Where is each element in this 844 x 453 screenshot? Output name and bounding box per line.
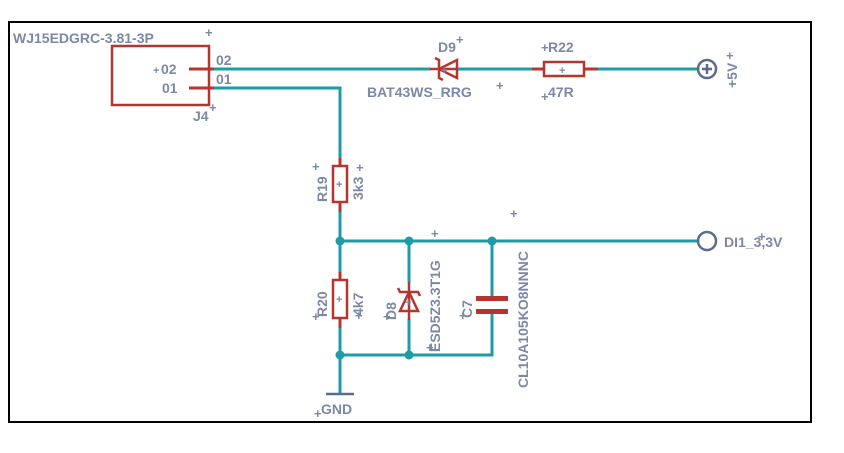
svg-text:+: + [405,297,411,309]
svg-text:+: + [312,309,320,324]
svg-text:+: + [456,32,464,47]
r20-value-label: 4k7 [350,292,366,316]
svg-text:+: + [383,309,391,324]
connector-body [110,44,211,107]
connector-pin-top-label: 02 [161,61,177,77]
svg-text:+: + [496,78,504,93]
connector-net-top-label: 02 [216,52,232,68]
capacitor-c7: C7 + CL10A105KO8NNNC + [459,206,531,388]
junction-dot [335,236,345,246]
r19-ref-label: R19 [314,176,330,202]
diode-d9-triangle [436,57,459,81]
d8-value-label: ESD5Z3.3T1G [427,260,443,352]
ground-symbol: GND + [314,392,354,421]
diode-d8-bar [396,287,422,297]
svg-text:+: + [541,89,549,104]
c7-value-label: CL10A105KO8NNNC [515,251,531,388]
r22-ref-label: R22 [548,39,574,55]
svg-text:+: + [441,65,447,77]
svg-text:+: + [559,65,565,77]
resistor-r19: + R19 + 3k3 + [312,158,366,212]
r20-ref-label: R20 [314,291,330,317]
connector-net-bottom-label: 01 [216,71,232,87]
svg-text:+: + [153,65,159,77]
svg-text:+: + [336,179,342,191]
wires [212,67,700,395]
connector-ref-label: J4 [193,108,209,124]
connector-name-label: WJ15EDGRC-3.81-3P [13,30,154,46]
d8-ref-label: D8 [383,302,399,320]
diode-d8-triangle [398,289,420,313]
svg-text:+: + [426,340,434,355]
connector-j4: WJ15EDGRC-3.81-3P + 02 + 01 02 01 J4 + [13,25,232,124]
resistor-r20: + R20 + 4k7 + [312,272,366,328]
sheet-frame [8,21,812,423]
d9-ref-label: D9 [438,39,456,55]
diode-d9: + D9 + BAT43WS_RRG + [367,32,504,100]
d9-value-label: BAT43WS_RRG [367,84,472,100]
junction-dot [487,236,497,246]
svg-text:+: + [355,308,363,323]
r22-value-label: 47R [548,84,574,100]
resistor-r22: + R22 + 47R + [532,39,598,104]
output-port-circle-icon [696,230,718,252]
svg-text:+: + [356,160,364,175]
r19-value-label: 3k3 [350,176,366,200]
capacitor-c7-plate-top [476,296,508,301]
svg-text:+: + [510,206,518,221]
supply-circle-icon [696,58,718,80]
svg-text:+: + [209,100,217,115]
junction-dot [335,350,345,360]
supply-5v: +5V + [696,48,740,88]
c7-ref-label: C7 [459,300,475,318]
junction-dot [404,236,414,246]
svg-text:+: + [205,25,213,40]
svg-text:+: + [336,294,342,306]
svg-text:+: + [431,226,439,241]
diode-d9-bar [434,56,444,82]
diode-d8: + D8 + ESD5Z3.3T1G + + [383,226,443,355]
output-label: DI1_3,3V [724,234,783,250]
wire-01-to-r19 [212,86,342,164]
junctions [335,236,497,360]
svg-text:+: + [314,406,322,421]
supply-label: +5V [724,62,740,88]
svg-text:+: + [312,159,320,174]
svg-text:+: + [758,229,766,244]
capacitor-c7-plate-bottom [476,309,508,314]
ground-label: GND [321,401,352,417]
junction-dot [404,350,414,360]
output-port: DI1_3,3V + [696,229,783,252]
svg-text:+: + [726,48,734,63]
svg-text:+: + [541,40,549,55]
connector-pin-bottom-label: 01 [162,80,178,96]
svg-text:+: + [459,308,467,323]
